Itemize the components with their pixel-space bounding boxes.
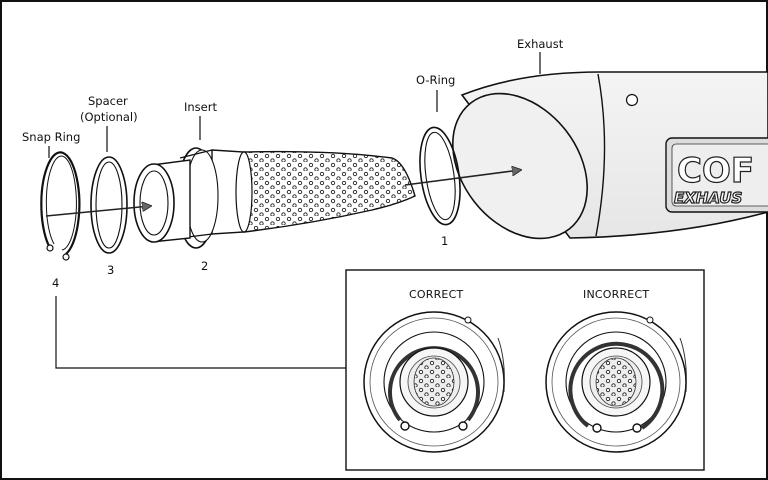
label-o-ring: O-Ring	[416, 73, 455, 87]
label-exhaust: Exhaust	[517, 37, 564, 51]
number-snap-ring: 4	[52, 276, 59, 290]
exhaust-bolt-icon	[625, 93, 639, 107]
label-insert: Insert	[184, 100, 217, 114]
label-incorrect: INCORRECT	[583, 288, 649, 301]
incorrect-end-view	[545, 311, 687, 453]
correct-end-view	[363, 311, 505, 453]
o-ring-part	[419, 126, 461, 226]
assembly-arrow-left	[45, 206, 150, 217]
label-spacer: Spacer	[88, 94, 128, 108]
label-snap-ring: Snap Ring	[22, 130, 80, 144]
spacer-part	[90, 156, 128, 254]
inset-panel: CORRECT INCORRECT	[345, 269, 705, 471]
assembly-arrow-right	[404, 170, 520, 186]
number-spacer: 3	[107, 263, 114, 277]
label-correct: CORRECT	[409, 288, 463, 301]
brand-logo-subtext: EXHAUS	[674, 189, 742, 207]
number-insert: 2	[201, 259, 208, 273]
label-spacer-optional: (Optional)	[80, 110, 138, 124]
snap-ring-part	[40, 151, 81, 261]
insert-part	[133, 147, 416, 249]
number-o-ring: 1	[441, 234, 448, 248]
exhaust-canister: COF EXHAUS	[452, 71, 768, 240]
brand-logo-text: COF	[677, 151, 754, 191]
callout-lines	[48, 52, 541, 369]
exhaust-badge: COF EXHAUS	[665, 137, 768, 213]
